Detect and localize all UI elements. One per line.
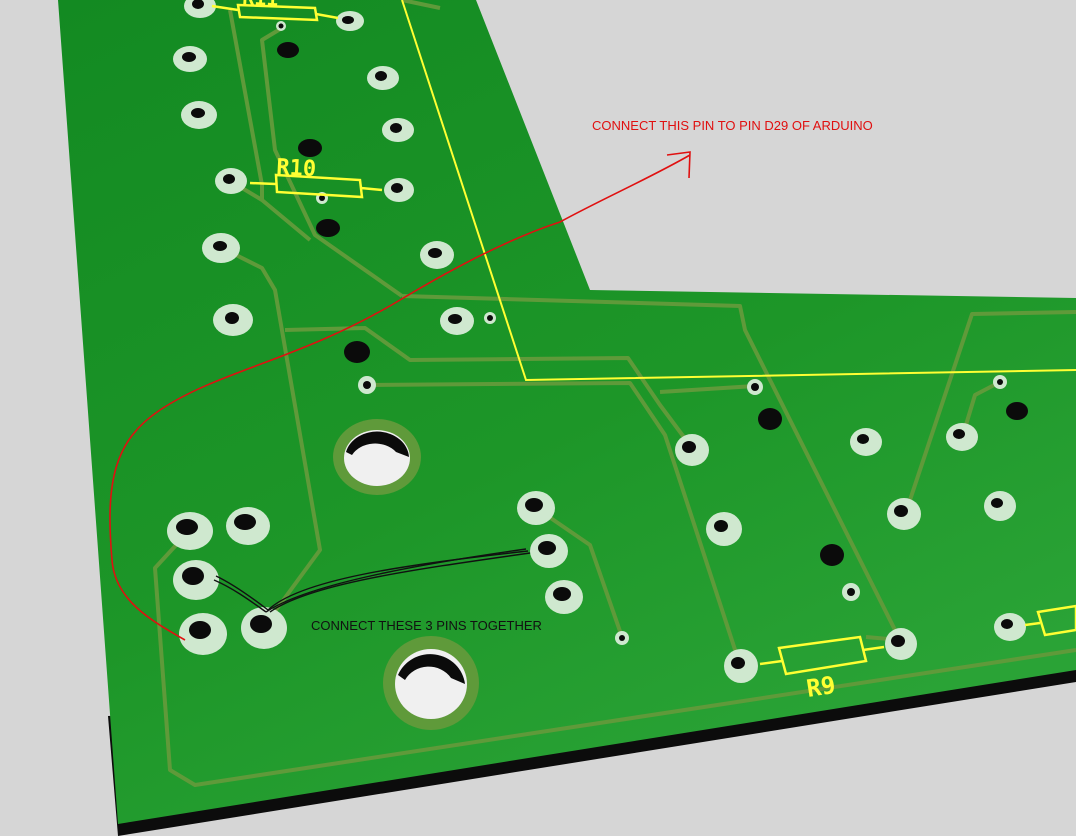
trace [903, 310, 1076, 516]
via-group [276, 21, 1007, 645]
arrowhead-icon [666, 151, 691, 179]
pad [706, 512, 742, 546]
silkscreen-label-r9: R9 [805, 671, 838, 703]
resistor-outline-r9 [777, 635, 868, 676]
pcb-board [58, 0, 1076, 824]
pad [946, 423, 978, 451]
pins-connection-note: CONNECT THESE 3 PINS TOGETHER [311, 618, 542, 633]
pad [179, 613, 227, 655]
pad [213, 304, 253, 336]
pad [173, 46, 207, 72]
pad [675, 434, 709, 466]
resistor-outline-r10 [274, 173, 364, 199]
pad [984, 491, 1016, 521]
trace [367, 381, 742, 666]
trace [534, 506, 624, 638]
pad [382, 118, 414, 142]
pad [226, 507, 270, 545]
silkscreen-label-r10: R10 [276, 155, 317, 182]
mounting-hole [333, 419, 421, 495]
arduino-connection-note: CONNECT THIS PIN TO PIN D29 OF ARDUINO [592, 118, 873, 133]
trace [221, 246, 322, 627]
pad [241, 607, 287, 649]
pad [724, 649, 758, 683]
silkscreen-outline [401, 0, 1076, 382]
pad-group [167, 0, 1026, 683]
pad [167, 512, 213, 550]
pad [885, 628, 917, 660]
pad [440, 307, 474, 335]
resistor-outline-partial [1036, 604, 1076, 637]
trace [401, 294, 902, 641]
mounting-hole [383, 636, 479, 730]
trace [153, 528, 1076, 787]
pad [994, 613, 1026, 641]
pad [336, 11, 364, 31]
trace [659, 384, 756, 394]
pad [850, 428, 882, 456]
pad [420, 241, 454, 269]
pad [530, 534, 568, 568]
pad [887, 498, 921, 530]
jumper-wire-annotation [213, 548, 531, 613]
drill-hole-group [277, 42, 1028, 566]
pad [202, 233, 240, 263]
pad [384, 178, 414, 202]
resistor-outline-r11 [236, 3, 319, 22]
pad [184, 0, 216, 18]
trace [401, 0, 441, 10]
arduino-wire-annotation [109, 154, 691, 641]
pad [545, 580, 583, 614]
trace [260, 26, 404, 298]
pad [367, 66, 399, 90]
pad [215, 168, 247, 194]
trace [228, 9, 264, 200]
silkscreen-label-r11: R11 [242, 0, 279, 11]
pad [181, 101, 217, 129]
silkscreen-resistors [211, 3, 1076, 676]
pad [517, 491, 555, 525]
pad [173, 560, 219, 600]
